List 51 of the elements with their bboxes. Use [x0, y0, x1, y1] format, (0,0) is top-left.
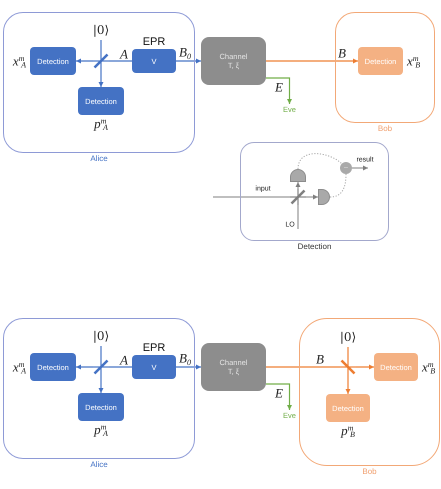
edge-label: B$_{0}$: [179, 352, 191, 364]
channel-box: [201, 343, 266, 391]
panel-title: Alice: [90, 461, 108, 469]
photodetector: [290, 169, 306, 182]
edge-label: E: [275, 80, 283, 94]
arrow: [266, 58, 358, 64]
arrow: [76, 58, 93, 64]
box-label: −: [344, 164, 348, 172]
box-heading: EPR: [142, 343, 166, 354]
beam-line: [212, 196, 290, 198]
edge-label: B: [338, 46, 346, 60]
state-label: |0⟩: [90, 20, 112, 40]
photodetector: [318, 189, 330, 205]
box-heading: EPR: [142, 37, 166, 48]
beam-line: [109, 366, 132, 368]
arrow: [296, 182, 300, 190]
beam-splitter: [340, 359, 356, 375]
beam-line: [109, 60, 132, 62]
panel-title: Bob: [362, 468, 377, 476]
arrow: [76, 364, 93, 370]
arrow: [346, 375, 350, 394]
arrow: [356, 364, 374, 370]
edge-label: A: [120, 48, 128, 60]
beam-line: [266, 366, 340, 368]
panel-title: Detection: [298, 243, 332, 251]
subtractor-circle: [340, 162, 352, 174]
channel-box: [201, 37, 266, 85]
edge-label: B: [316, 352, 324, 366]
state-label: |0⟩: [337, 327, 359, 347]
arrow: [266, 77, 292, 104]
dotted-connector: [330, 174, 346, 198]
arrow: [176, 364, 201, 370]
arrow: [266, 383, 292, 410]
panel-title: Bob: [378, 125, 392, 133]
arrow: [98, 375, 104, 393]
state-label: |0⟩: [90, 326, 112, 346]
arrow: [352, 166, 368, 170]
arrow: [176, 58, 201, 64]
panel-title: Alice: [90, 155, 108, 163]
beam-line: [100, 346, 102, 359]
beam-splitter: [93, 359, 109, 375]
edge-label: A: [120, 354, 128, 366]
beam-line: [347, 347, 349, 359]
beam-line: [100, 40, 102, 53]
edge-label: B$_{0}$: [179, 46, 191, 58]
edge-label: E: [275, 386, 283, 400]
beam-splitter: [93, 53, 109, 69]
dotted-connector: [298, 153, 342, 170]
beam-splitter: [290, 189, 306, 205]
arrow: [306, 194, 318, 200]
arrow: [98, 69, 104, 87]
